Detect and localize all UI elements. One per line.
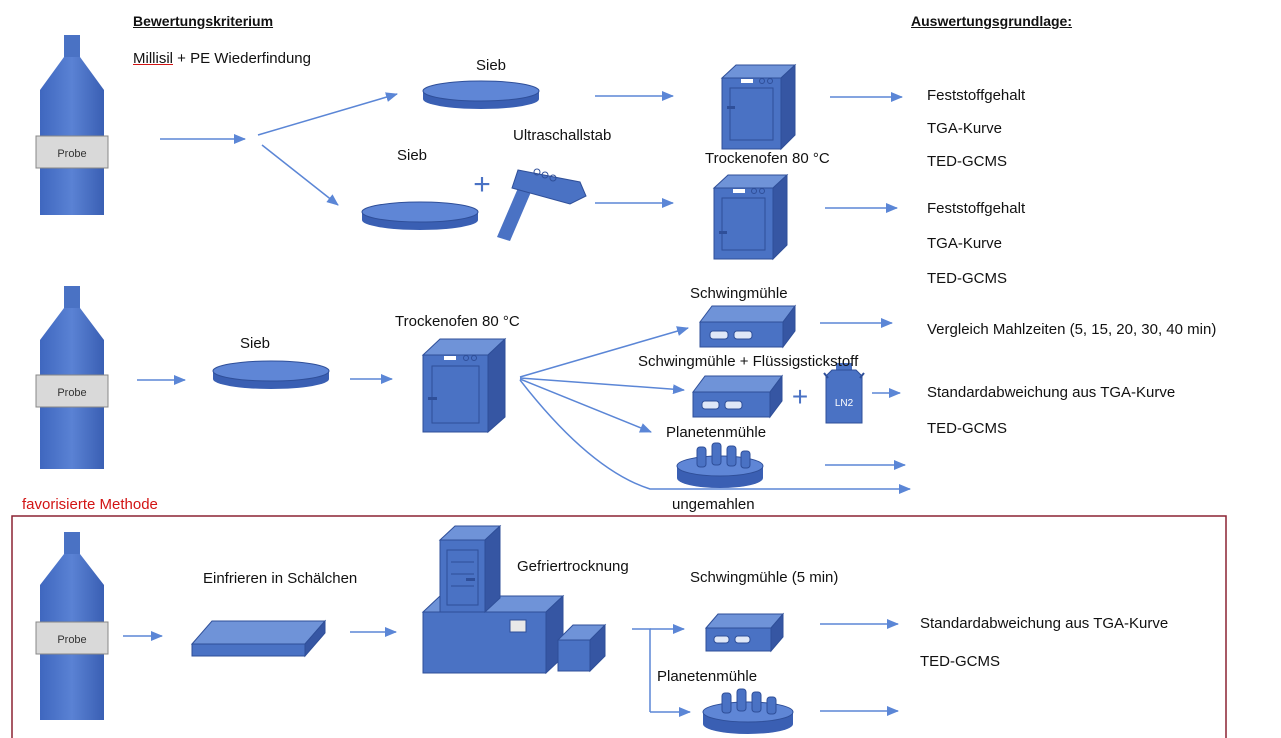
plus-icon: + (792, 381, 808, 412)
vibratory-mill-icon (704, 612, 785, 653)
result-item: TGA-Kurve (927, 120, 1003, 137)
vibratory-mill-icon (699, 304, 796, 349)
basis-header: Auswertungsgrundlage: (911, 13, 1073, 29)
planetary-mill-icon (676, 442, 764, 488)
planetary-mill-icon (702, 688, 794, 734)
sieve-label: Sieb (240, 335, 271, 352)
planetary-label: Planetenmühle (657, 668, 758, 685)
freeze-dry-label: Gefriertrocknung (517, 558, 629, 575)
sieve-label: Sieb (476, 57, 507, 74)
plus-icon: + (473, 168, 491, 201)
favorite-method-title: favorisierte Methode (22, 496, 158, 513)
result-item: Standardabweichung aus TGA-Kurve (927, 384, 1176, 401)
criterion-header: Bewertungskriterium (133, 13, 274, 29)
oven-label: Trockenofen 80 °C (395, 313, 520, 330)
result-item: TED-GCMS (920, 653, 1000, 670)
criterion-part1: Millisil (133, 50, 173, 67)
arrow (519, 377, 685, 395)
arrow (632, 628, 651, 712)
sieve-icon (361, 201, 479, 230)
oven-icon (712, 173, 789, 261)
freeze-tray-icon (190, 619, 327, 658)
ln2-dewar-icon: LN2 (823, 363, 865, 424)
arrow (519, 326, 689, 378)
bottle-row2: Probe (35, 286, 109, 469)
arrow (519, 379, 911, 494)
freeze-dryer-icon (421, 524, 607, 675)
bottle-label: Probe (57, 634, 86, 646)
oven-label: Trockenofen 80 °C (705, 150, 830, 167)
result-item: Feststoffgehalt (927, 200, 1026, 217)
sieve-icon (422, 80, 540, 109)
mill-ln2-label: Schwingmühle + Flüssigstickstoff (638, 353, 859, 370)
mill-label: Schwingmühle (690, 285, 788, 302)
result-item: TED-GCMS (927, 420, 1007, 437)
mill-label: Schwingmühle (5 min) (690, 569, 839, 586)
result-item: Standardabweichung aus TGA-Kurve (920, 615, 1169, 632)
arrow (261, 144, 339, 206)
arrow (257, 92, 398, 136)
favorite-method-frame (11, 515, 1227, 738)
result-item: TGA-Kurve (927, 235, 1003, 252)
result-item: Feststoffgehalt (927, 87, 1026, 104)
vibratory-mill-icon (692, 374, 783, 419)
arrow (519, 378, 652, 433)
ultrasonic-label: Ultraschallstab (513, 127, 612, 144)
result-item: TED-GCMS (927, 270, 1007, 287)
bottle-label: Probe (57, 148, 86, 160)
sieve-icon (212, 360, 330, 389)
criterion-part2: + PE Wiederfindung (173, 50, 311, 67)
bottle-row3: Probe (35, 532, 109, 720)
bottle-label: Probe (57, 387, 86, 399)
criterion-line: Millisil + PE Wiederfindung (133, 50, 311, 68)
result-item: Vergleich Mahlzeiten (5, 15, 20, 30, 40 … (927, 321, 1217, 338)
oven-icon (421, 337, 507, 434)
freeze-label: Einfrieren in Schälchen (203, 570, 358, 587)
bottle-row1: Probe (35, 35, 109, 215)
ultrasonic-probe-icon (497, 168, 587, 241)
ln2-label: LN2 (835, 398, 854, 409)
unground-label: ungemahlen (672, 496, 755, 513)
oven-icon (720, 63, 797, 151)
planetary-label: Planetenmühle (666, 424, 767, 441)
sieve-label: Sieb (397, 147, 428, 164)
result-item: TED-GCMS (927, 153, 1007, 170)
